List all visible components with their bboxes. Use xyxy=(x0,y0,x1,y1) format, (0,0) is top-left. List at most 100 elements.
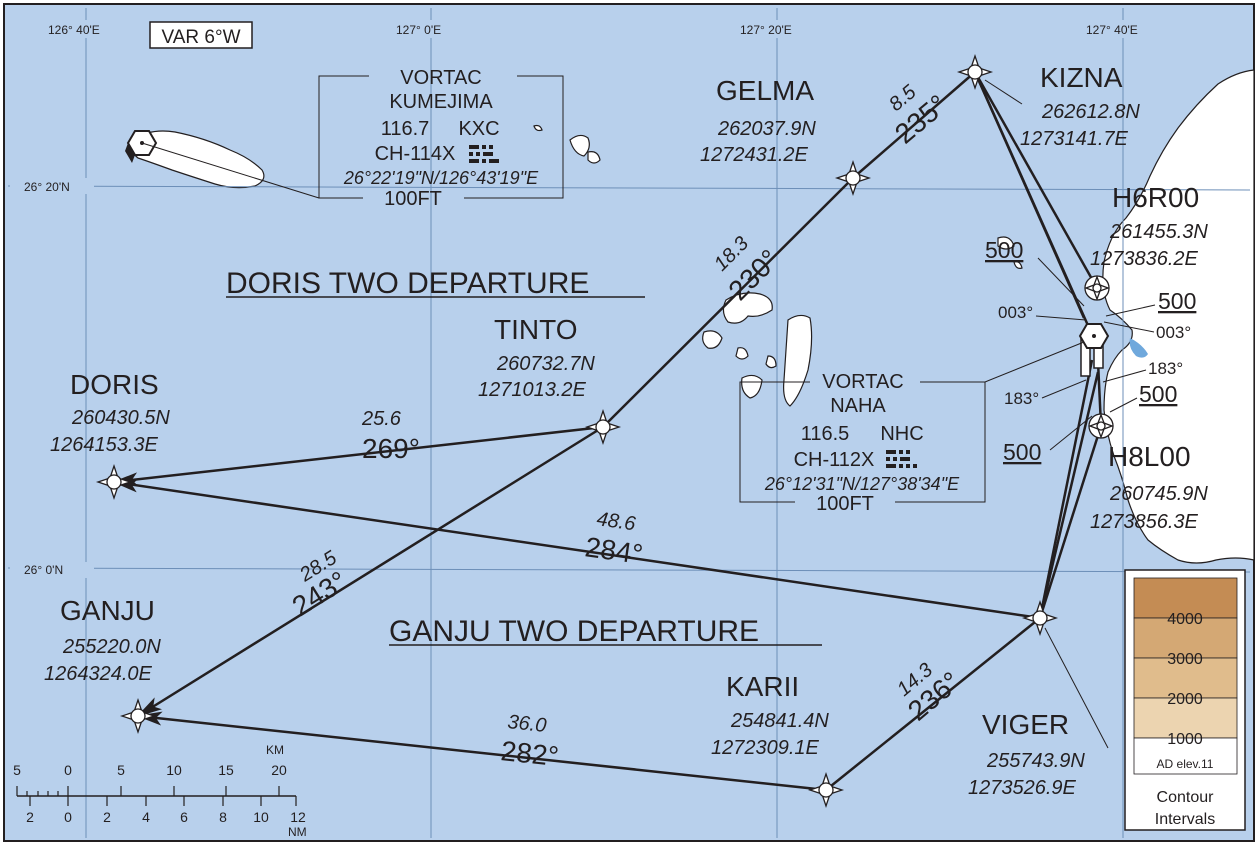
leg-course: 282° xyxy=(499,735,560,772)
navaid-coords: 26°12'31"N/127°38'34"E xyxy=(764,474,960,494)
scale-nm-ticks: 2 0 2 4 6 8 10 12 xyxy=(26,809,306,825)
altitude-restriction: 500 xyxy=(1003,439,1041,465)
waypoint-name: H6R00 xyxy=(1112,182,1199,213)
morse-code-icon xyxy=(886,450,917,468)
leg-viger-doris xyxy=(112,478,1041,620)
waypoint-lon: 1271013.2E xyxy=(478,379,587,401)
procedure-title-doris: DORIS TWO DEPARTURE xyxy=(226,267,589,300)
svg-text:20: 20 xyxy=(271,762,287,778)
runway-heading: 003° xyxy=(1156,323,1191,342)
waypoint-h8l00: H8L00 260745.9N 1273856.3E xyxy=(1090,441,1208,533)
leg-karii-ganju xyxy=(136,711,827,792)
kerama-island xyxy=(735,347,749,360)
waypoint-viger-symbol xyxy=(1021,599,1059,637)
navaid-type: VORTAC xyxy=(822,371,904,393)
lat-label: 26° 20'N xyxy=(24,180,70,194)
procedure-titles: DORIS TWO DEPARTURE GANJU TWO DEPARTURE xyxy=(226,267,822,648)
svg-text:5: 5 xyxy=(117,762,125,778)
lon-label: 127° 40'E xyxy=(1086,23,1138,37)
ad-elevation: AD elev.11 xyxy=(1157,757,1214,771)
runway-heading: 003° xyxy=(998,303,1033,322)
waypoint-lon: 1264153.3E xyxy=(50,434,159,456)
waypoint-karii: KARII 254841.4N 1272309.1E xyxy=(711,671,829,759)
lat-label: 26° 0'N xyxy=(24,563,63,577)
kerama-island xyxy=(783,314,813,407)
leg-h6r00-kizna xyxy=(973,71,1099,289)
svg-text:12: 12 xyxy=(290,809,306,825)
waypoint-kizna: KIZNA 262612.8N 1273141.7E xyxy=(984,62,1140,150)
waypoint-labels: KIZNA 262612.8N 1273141.7E GELMA 262037.… xyxy=(44,62,1208,799)
waypoint-name: GANJU xyxy=(60,595,155,626)
waypoint-doris-symbol xyxy=(95,463,133,501)
waypoint-name: GELMA xyxy=(716,75,814,106)
svg-text:8: 8 xyxy=(219,809,227,825)
svg-text:10: 10 xyxy=(253,809,269,825)
vortac-naha-symbol xyxy=(1078,323,1110,349)
waypoint-lat: 260732.7N xyxy=(496,353,595,375)
navaid-leader-line xyxy=(141,142,320,199)
svg-text:0: 0 xyxy=(64,762,72,778)
navaid-type: VORTAC xyxy=(400,67,482,89)
waypoint-lon: 1273836.2E xyxy=(1090,248,1199,270)
leg-gelma-tinto xyxy=(602,177,854,428)
scale-km-label: KM xyxy=(266,743,284,757)
kumejima-island xyxy=(130,130,265,189)
leg-tinto-ganju xyxy=(136,425,604,718)
variation-label: VAR 6°W xyxy=(161,27,240,48)
navaid-elev: 100FT xyxy=(384,188,442,210)
svg-text:2: 2 xyxy=(26,809,34,825)
altitude-restriction: 500 xyxy=(985,237,1023,263)
waypoint-lat: 260745.9N xyxy=(1109,483,1208,505)
leg-kizna-gelma xyxy=(852,71,976,179)
waypoint-tinto-symbol xyxy=(584,408,622,446)
waypoint-lat: 255220.0N xyxy=(62,636,161,658)
waypoint-symbols xyxy=(95,53,1114,809)
waypoint-lon: 1273526.9E xyxy=(968,777,1077,799)
contour-legend-title: Contour xyxy=(1157,789,1215,806)
lagoon xyxy=(1129,338,1148,358)
runway-heading: 183° xyxy=(1148,359,1183,378)
svg-text:15: 15 xyxy=(218,762,234,778)
contour-legend-title: Intervals xyxy=(1155,811,1215,828)
navaid-box-kumejima: VORTAC KUMEJIMA 116.7 KXC CH-114X 26°22'… xyxy=(141,67,564,210)
navaid-name: NAHA xyxy=(830,395,886,417)
waypoint-gelma-symbol xyxy=(834,159,872,197)
leg-distance: 36.0 xyxy=(506,711,547,737)
parallel-26-20 xyxy=(7,185,1251,191)
routes xyxy=(112,71,1103,792)
kerama-island xyxy=(741,374,763,399)
waypoint-ganju: GANJU 255220.0N 1264324.0E xyxy=(44,595,161,685)
waypoint-name: KARII xyxy=(726,671,799,702)
navaid-ident: KXC xyxy=(458,118,499,140)
waypoint-lat: 261455.3N xyxy=(1109,221,1208,243)
waypoint-name: DORIS xyxy=(70,369,159,400)
navaid-freq: 116.5 xyxy=(801,423,850,445)
parallel-26-00 xyxy=(7,567,1251,573)
navaid-coords: 26°22'19"N/126°43'19"E xyxy=(343,168,539,188)
runway-heading: 183° xyxy=(1004,389,1039,408)
waypoint-doris: DORIS 260430.5N 1264153.3E xyxy=(50,369,170,456)
small-island xyxy=(569,134,590,157)
waypoint-ganju-symbol xyxy=(119,697,157,735)
leg-distance: 25.6 xyxy=(361,408,402,430)
morse-code-icon xyxy=(469,145,499,163)
waypoint-lon: 1272309.1E xyxy=(711,737,820,759)
waypoint-name: TINTO xyxy=(494,314,577,345)
waypoint-h8l00-symbol xyxy=(1088,413,1114,439)
waypoint-gelma: GELMA 262037.9N 1272431.2E xyxy=(700,75,816,166)
leg-rwy-kizna-2 xyxy=(973,71,1086,319)
small-island xyxy=(997,236,1015,250)
kerama-island xyxy=(722,292,773,324)
leg-course: 269° xyxy=(362,433,420,464)
contour-level: 1000 xyxy=(1167,731,1203,748)
kerama-island xyxy=(702,330,723,349)
navaid-ident: NHC xyxy=(880,423,923,445)
procedure-title-ganju: GANJU TWO DEPARTURE xyxy=(389,615,759,648)
contour-legend: 4000 3000 2000 1000 AD elev.11 Contour I… xyxy=(1124,569,1246,831)
waypoint-lat: 255743.9N xyxy=(986,750,1085,772)
scale-nm-label: NM xyxy=(288,825,307,839)
leg-viger-karii xyxy=(825,617,1041,791)
svg-text:5: 5 xyxy=(13,762,21,778)
navaid-channel: CH-112X xyxy=(794,449,875,471)
